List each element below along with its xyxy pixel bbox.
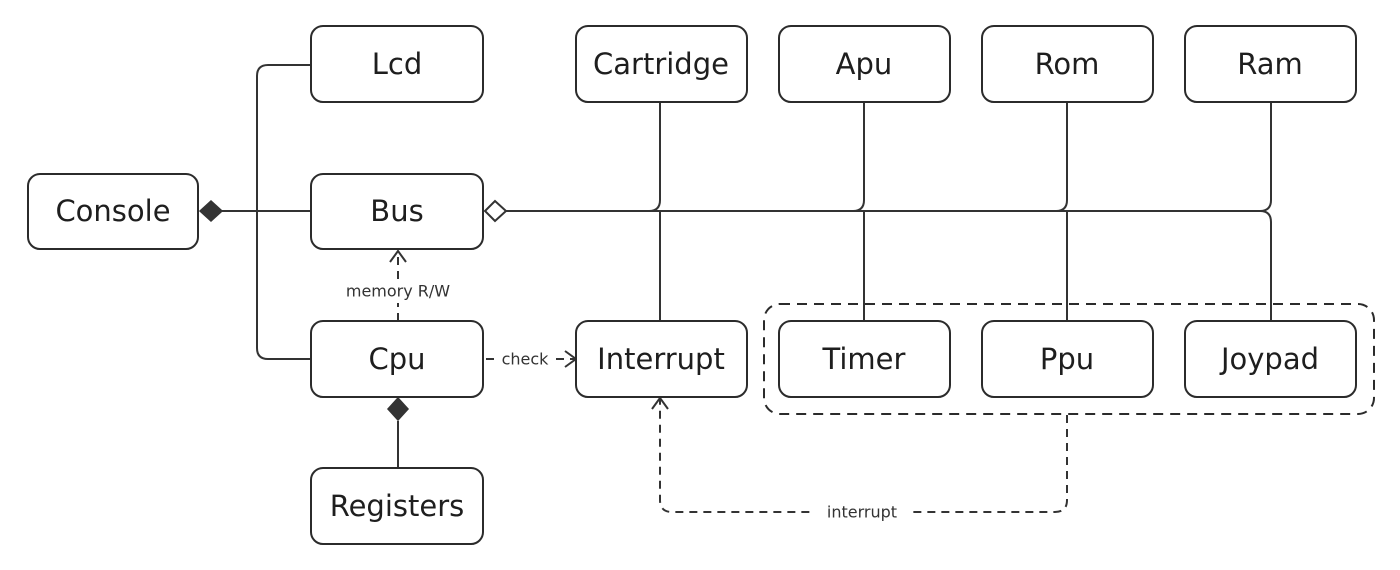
composition-diamond-cpu xyxy=(386,396,410,422)
node-label-ppu: Ppu xyxy=(1040,342,1094,376)
node-lcd[interactable]: Lcd xyxy=(310,25,484,103)
edge-rom-bus xyxy=(1055,102,1068,212)
peripheral-group-frame xyxy=(763,303,1375,415)
composition-diamond-console xyxy=(198,199,224,223)
edge-ram-bus xyxy=(1259,102,1272,212)
node-console[interactable]: Console xyxy=(27,173,199,250)
connectors xyxy=(198,64,1375,513)
edge-console-cpu xyxy=(256,211,311,360)
edge-label-memory-rw: memory R/W xyxy=(346,282,450,301)
node-label-joypad: Joypad xyxy=(1219,342,1319,376)
node-label-ram: Ram xyxy=(1237,47,1303,81)
node-joypad[interactable]: Joypad xyxy=(1184,320,1357,398)
node-interrupt[interactable]: Interrupt xyxy=(575,320,748,398)
edge-cartridge-bus xyxy=(648,102,661,212)
node-label-registers: Registers xyxy=(330,489,465,523)
node-ram[interactable]: Ram xyxy=(1184,25,1357,103)
node-label-timer: Timer xyxy=(822,342,906,376)
node-label-cartridge: Cartridge xyxy=(593,47,729,81)
edge-label-check: check xyxy=(502,350,550,369)
node-rom[interactable]: Rom xyxy=(981,25,1154,103)
node-label-cpu: Cpu xyxy=(368,342,425,376)
edge-label-interrupt: interrupt xyxy=(827,503,897,522)
node-timer[interactable]: Timer xyxy=(778,320,951,398)
node-cpu[interactable]: Cpu xyxy=(310,320,484,398)
edge-bus-line xyxy=(506,210,1272,223)
node-cartridge[interactable]: Cartridge xyxy=(575,25,748,103)
node-label-bus: Bus xyxy=(370,194,423,228)
edge-group-interrupt xyxy=(659,399,1068,513)
arrow-head-bus xyxy=(389,249,407,263)
node-registers[interactable]: Registers xyxy=(310,467,484,545)
node-label-console: Console xyxy=(55,194,170,228)
aggregation-diamond-bus xyxy=(483,199,508,223)
node-apu[interactable]: Apu xyxy=(778,25,951,103)
node-label-interrupt: Interrupt xyxy=(597,342,725,376)
edge-labels: memory R/W check interrupt xyxy=(334,279,910,524)
node-label-apu: Apu xyxy=(836,47,893,81)
node-label-rom: Rom xyxy=(1035,47,1100,81)
node-bus[interactable]: Bus xyxy=(310,173,484,250)
edge-apu-bus xyxy=(852,102,865,212)
node-ppu[interactable]: Ppu xyxy=(981,320,1154,398)
edge-console-lcd xyxy=(256,64,311,211)
node-label-lcd: Lcd xyxy=(372,47,423,81)
